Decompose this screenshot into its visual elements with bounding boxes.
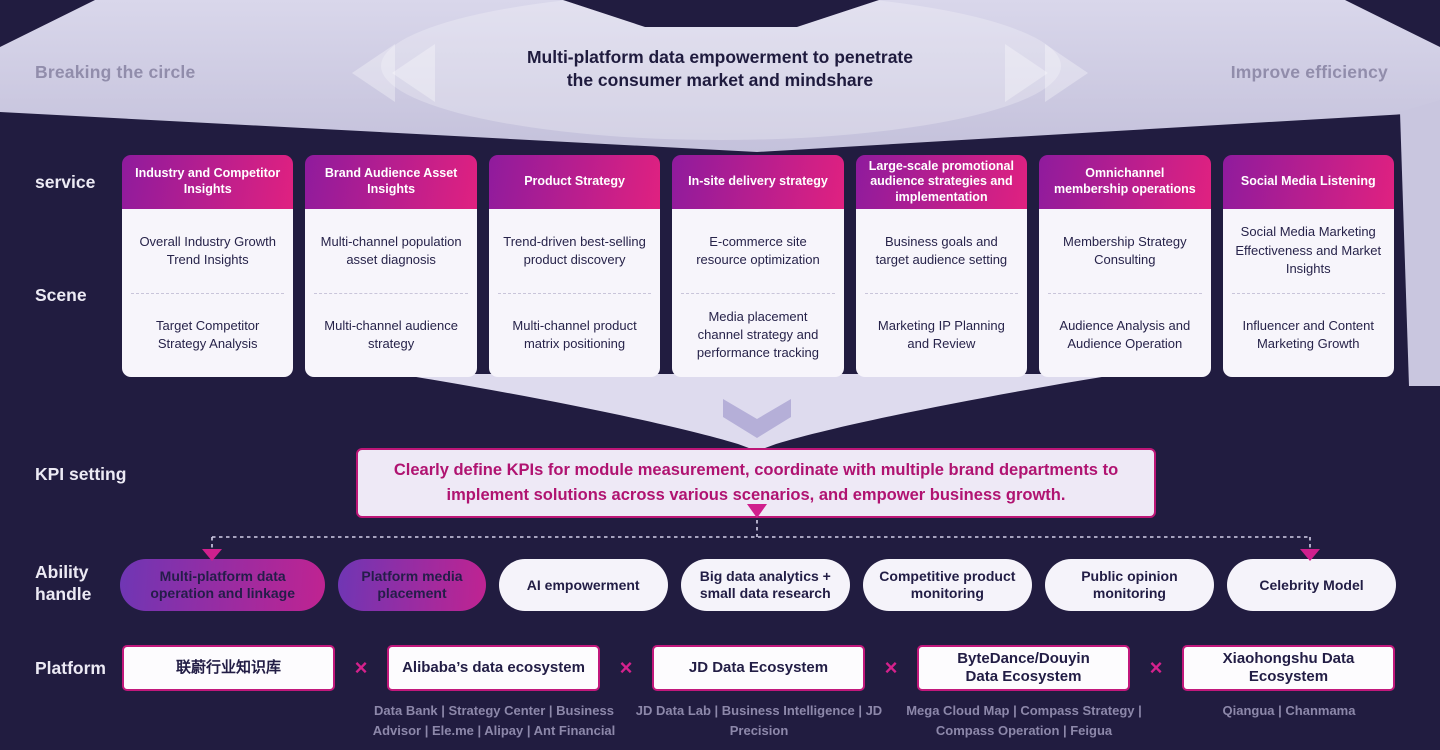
service-card-body: Social Media Marketing Effectiveness and… <box>1222 209 1394 378</box>
top-banner-shape <box>0 0 1440 152</box>
service-card-body: Multi-channel population asset diagnosis… <box>305 209 477 378</box>
service-card-title: Omnichannel membership operations <box>1039 155 1211 209</box>
platform-box: ByteDance/Douyin Data Ecosystem <box>917 645 1130 691</box>
service-card-title: Brand Audience Asset Insights <box>305 155 477 209</box>
scene-item: Influencer and Content Marketing Growth <box>1231 292 1385 378</box>
service-card: Brand Audience Asset Insights Multi-chan… <box>305 155 477 378</box>
scene-item: Multi-channel product matrix positioning <box>497 292 652 378</box>
service-card-title: In-site delivery strategy <box>672 155 844 209</box>
multiply-icon: × <box>1149 655 1163 680</box>
service-card-title: Large-scale promotional audience strateg… <box>855 155 1028 209</box>
multiply-icon: × <box>354 655 368 680</box>
scene-item: Audience Analysis and Audience Operation <box>1048 292 1202 378</box>
row-label-ability: Ability handle <box>35 562 92 604</box>
platform-row: 联蔚行业知识库 × Alibaba’s data ecosystem × JD … <box>122 645 1395 691</box>
banner-left-label: Breaking the circle <box>35 62 196 82</box>
row-label-service: service <box>35 172 96 192</box>
row-label-scene: Scene <box>35 285 87 305</box>
ability-pill: Big data analytics + small data research <box>680 559 850 611</box>
platform-name: ByteDance/Douyin Data Ecosystem <box>957 650 1090 685</box>
scene-item: Multi-channel audience strategy <box>314 292 468 378</box>
service-card-body: Overall Industry Growth Trend Insights T… <box>122 209 294 378</box>
kpi-statement: Clearly define KPIs for module measureme… <box>356 448 1156 518</box>
ability-pill: AI empowerment <box>498 559 668 611</box>
ability-pill: Multi-platform data operation and linkag… <box>120 559 326 611</box>
service-card-title: Product Strategy <box>488 155 661 209</box>
scene-item: Social Media Marketing Effectiveness and… <box>1235 224 1382 276</box>
scene-item: Overall Industry Growth Trend Insights <box>139 233 276 267</box>
service-card-title: Industry and Competitor Insights <box>122 155 294 209</box>
scene-item: E-commerce site resource optimization <box>696 233 820 267</box>
rewind-chevron-icon <box>392 44 435 102</box>
service-card-title: Social Media Listening <box>1222 155 1394 209</box>
platform-box: Alibaba’s data ecosystem <box>387 645 600 691</box>
funnel-shape <box>398 374 1120 451</box>
service-card: In-site delivery strategy E-commerce sit… <box>672 155 844 378</box>
scene-item: Target Competitor Strategy Analysis <box>131 292 285 378</box>
service-card: Product Strategy Trend-driven best-selli… <box>488 155 661 378</box>
backdrop-graphics <box>0 0 1440 451</box>
ability-row: Multi-platform data operation and linkag… <box>120 559 1397 611</box>
platform-name: Alibaba’s data ecosystem <box>402 659 585 676</box>
service-card-body: Business goals and target audience setti… <box>855 209 1028 378</box>
scene-item: Membership Strategy Consulting <box>1063 233 1187 267</box>
platform-caption: Mega Cloud Map | Compass Strategy | Comp… <box>906 703 1142 738</box>
ability-pill: Platform media placement <box>338 559 486 611</box>
scene-item: Media placement channel strategy and per… <box>681 292 835 378</box>
ability-pill: Celebrity Model <box>1226 559 1397 611</box>
scene-item: Business goals and target audience setti… <box>875 233 1008 267</box>
platform-box: 联蔚行业知识库 <box>122 645 335 691</box>
multiply-icon: × <box>619 655 633 680</box>
platform-caption: JD Data Lab | Business Intelligence | JD… <box>635 703 883 738</box>
row-label-platform: Platform <box>35 658 106 678</box>
right-side-ribbon <box>1400 100 1440 386</box>
service-card: Industry and Competitor Insights Overall… <box>122 155 294 378</box>
platform-caption: Data Bank | Strategy Center | Business A… <box>372 703 616 738</box>
service-card: Large-scale promotional audience strateg… <box>855 155 1028 378</box>
platform-box: Xiaohongshu Data Ecosystem <box>1182 645 1395 691</box>
scene-item: Marketing IP Planning and Review <box>864 292 1019 378</box>
forward-chevron-icon <box>1005 44 1048 102</box>
service-card: Social Media Listening Social Media Mark… <box>1222 155 1394 378</box>
service-cards-row: Industry and Competitor Insights Overall… <box>122 155 1394 377</box>
platform-box: JD Data Ecosystem <box>652 645 865 691</box>
platform-name: Xiaohongshu Data Ecosystem <box>1222 650 1355 685</box>
scene-item: Trend-driven best-selling product discov… <box>503 233 646 267</box>
forward-chevron-icon <box>1045 44 1088 102</box>
scene-item: Multi-channel population asset diagnosis <box>320 233 462 267</box>
platform-name: JD Data Ecosystem <box>688 659 829 676</box>
ability-pill: Competitive product monitoring <box>862 559 1032 611</box>
multiply-icon: × <box>884 655 898 680</box>
dashed-connector-line <box>211 520 1311 549</box>
rewind-chevron-icon <box>352 44 395 102</box>
platform-name: 联蔚行业知识库 <box>175 659 281 676</box>
service-card: Omnichannel membership operations Member… <box>1039 155 1211 378</box>
service-card-body: Membership Strategy Consulting Audience … <box>1039 209 1211 378</box>
platform-caption: Qiangua | Chanmama <box>1222 703 1356 718</box>
row-label-kpi: KPI setting <box>35 464 127 484</box>
service-card-body: Trend-driven best-selling product discov… <box>488 209 661 378</box>
down-chevron-icon <box>723 399 791 438</box>
banner-glow <box>381 0 1061 140</box>
banner-right-label: Improve efficiency <box>1230 62 1388 82</box>
service-card-body: E-commerce site resource optimization Me… <box>672 209 844 378</box>
ability-pill: Public opinion monitoring <box>1044 559 1214 611</box>
banner-title: Multi-platform data empowerment to penet… <box>526 47 913 91</box>
